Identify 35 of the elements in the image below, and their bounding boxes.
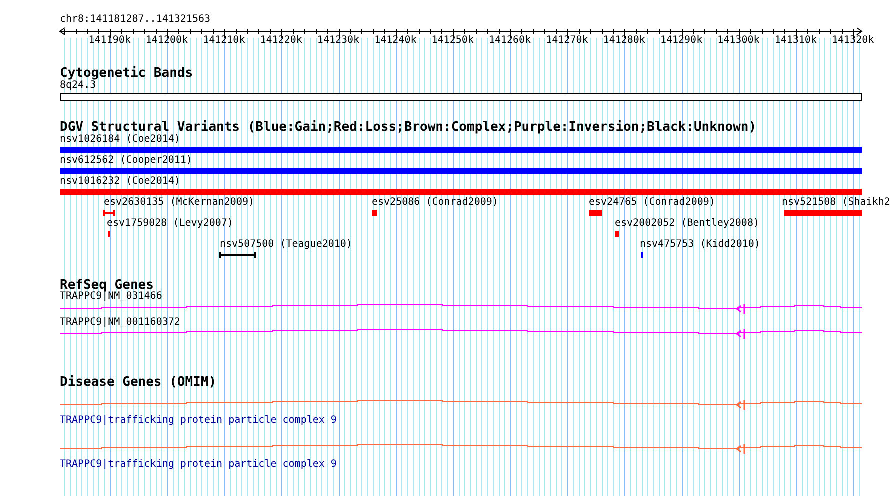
variant-label: esv24765 (Conrad2009) <box>589 197 716 209</box>
tick-label: 141250k <box>432 35 474 47</box>
gene-label: TRAPPC9|NM_031466 <box>60 291 162 303</box>
tick-label: 141260k <box>488 35 532 47</box>
tick-label: 141310k <box>774 35 817 47</box>
variant-label: esv25086 (Conrad2009) <box>372 197 498 209</box>
variant-label: nsv475753 (Kidd2010) <box>640 239 760 251</box>
track-title: Cytogenetic Bands <box>60 67 194 81</box>
tick-label: 141300k <box>718 35 760 47</box>
variant-label: esv2002052 (Bentley2008) <box>615 218 760 230</box>
variant-label: esv1759028 (Levy2007) <box>107 218 234 230</box>
track-title: Disease Genes (OMIM) <box>60 376 217 390</box>
tick-label: 141270k <box>546 35 588 47</box>
tick-label: 141220k <box>260 35 302 47</box>
track-title: RefSeq Genes <box>60 279 154 293</box>
variant-label: nsv612562 (Cooper2011) <box>60 155 192 167</box>
tick-label: 141200k <box>146 35 188 47</box>
track-title: DGV Structural Variants (Blue:Gain;Red:Loss;Brown:Complex;Purple:Inversion;Black:Unknown) <box>60 121 757 135</box>
tick-label: 141290k <box>660 35 703 47</box>
variant-label: nsv1026184 (Coe2014) <box>60 134 180 146</box>
coordinate-range: chr8:141181287..141321563 <box>60 14 211 26</box>
tick-label: 141280k <box>603 35 646 47</box>
variant-label: nsv507500 (Teague2010) <box>220 239 352 251</box>
gene-label: TRAPPC9|trafficking protein particle complex 9 <box>60 459 337 471</box>
tick-label: 141240k <box>374 35 417 47</box>
variant-label: nsv1016232 (Coe2014) <box>60 176 180 188</box>
tick-label: 141210k <box>203 35 246 47</box>
tick-label: 141320k <box>832 35 874 47</box>
variant-label: esv2630135 (McKernan2009) <box>104 197 255 209</box>
tick-label: 141190k <box>88 35 131 47</box>
variant-label: nsv521508 (Shaikh2 <box>782 197 890 209</box>
gene-label: TRAPPC9|NM_001160372 <box>60 317 180 329</box>
gene-label: TRAPPC9|trafficking protein particle complex 9 <box>60 415 337 427</box>
band-label: 8q24.3 <box>60 80 96 92</box>
tick-label: 141230k <box>317 35 360 47</box>
